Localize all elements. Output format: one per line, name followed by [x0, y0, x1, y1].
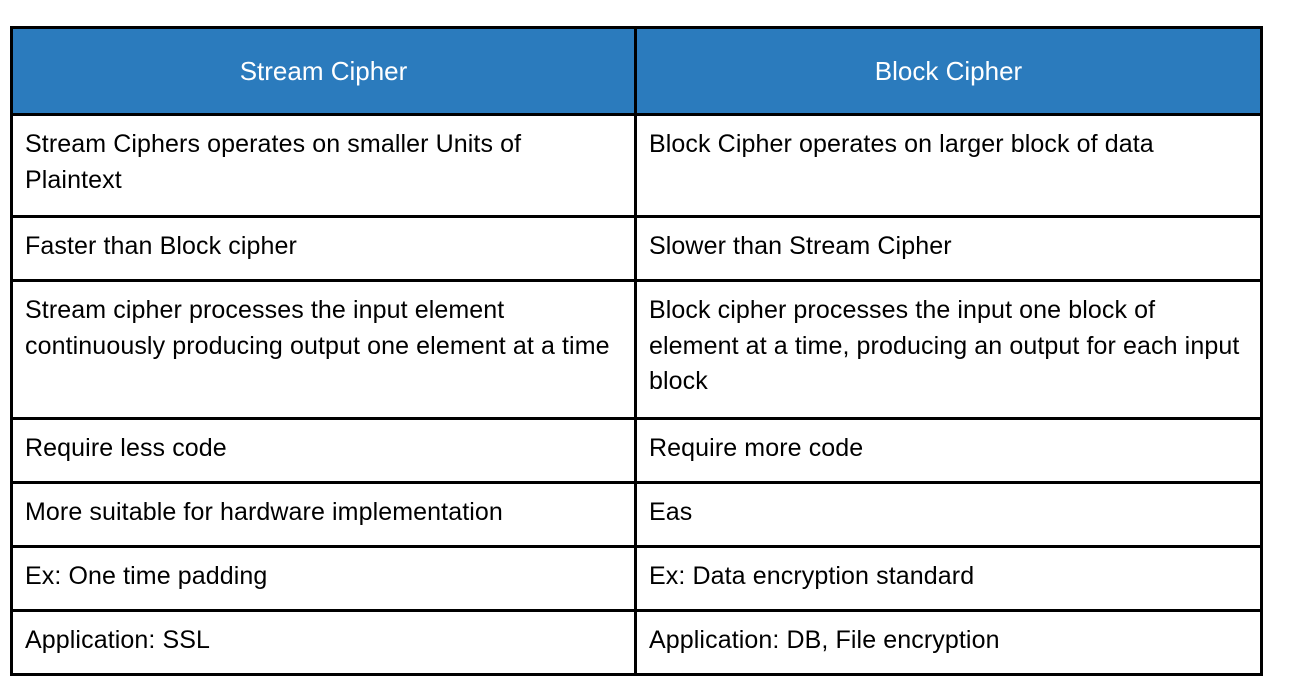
table-row: Faster than Block cipher Slower than Str… [10, 215, 1263, 282]
table-row: Application: SSL Application: DB, File e… [10, 609, 1263, 676]
cell-stream-cipher: Faster than Block cipher [10, 215, 637, 282]
table-header-row: Stream Cipher Block Cipher [10, 26, 1263, 116]
cell-block-cipher: Require more code [634, 417, 1263, 484]
cell-stream-cipher: More suitable for hardware implementatio… [10, 481, 637, 548]
column-header-block-cipher: Block Cipher [634, 26, 1263, 116]
cipher-comparison-table: Stream Cipher Block Cipher Stream Cipher… [10, 26, 1263, 676]
table-row: Stream Ciphers operates on smaller Units… [10, 113, 1263, 218]
table-row: Require less code Require more code [10, 417, 1263, 484]
cell-stream-cipher: Application: SSL [10, 609, 637, 676]
cell-stream-cipher: Ex: One time padding [10, 545, 637, 612]
cell-block-cipher: Ex: Data encryption standard [634, 545, 1263, 612]
table-row: More suitable for hardware implementatio… [10, 481, 1263, 548]
table-header: Stream Cipher Block Cipher [10, 26, 1263, 116]
cell-block-cipher: Eas [634, 481, 1263, 548]
cell-block-cipher: Block cipher processes the input one blo… [634, 279, 1263, 420]
cell-stream-cipher: Require less code [10, 417, 637, 484]
table-body: Stream Ciphers operates on smaller Units… [10, 113, 1263, 676]
table-row: Ex: One time padding Ex: Data encryption… [10, 545, 1263, 612]
cell-block-cipher: Application: DB, File encryption [634, 609, 1263, 676]
cell-block-cipher: Slower than Stream Cipher [634, 215, 1263, 282]
column-header-stream-cipher: Stream Cipher [10, 26, 637, 116]
table-row: Stream cipher processes the input elemen… [10, 279, 1263, 420]
cell-block-cipher: Block Cipher operates on larger block of… [634, 113, 1263, 218]
cell-stream-cipher: Stream cipher processes the input elemen… [10, 279, 637, 420]
cell-stream-cipher: Stream Ciphers operates on smaller Units… [10, 113, 637, 218]
